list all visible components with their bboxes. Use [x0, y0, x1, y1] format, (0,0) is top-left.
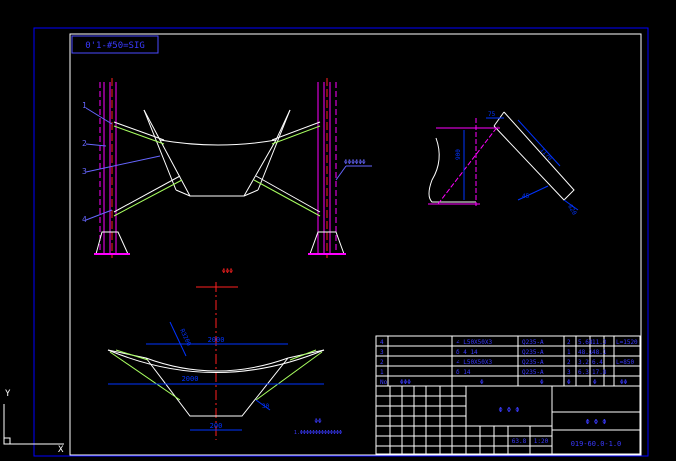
- title-scale: 1:20: [534, 438, 549, 445]
- dim-short: 75: [488, 111, 496, 118]
- bom-header-name: ΦΦΦ: [400, 379, 411, 386]
- bom-cell-note: L=850: [616, 359, 634, 366]
- dim-side: 820: [566, 204, 578, 217]
- leader-4: 4: [82, 215, 87, 224]
- stamp-label: 0'1-#50=SIG: [85, 41, 145, 51]
- bom-cell-unit: 6.3: [578, 369, 589, 376]
- side-dims: [463, 117, 579, 211]
- side-brace: [437, 125, 499, 205]
- bom-header-note: ΦΦ: [620, 379, 628, 386]
- bom-header-weight: Φ: [593, 379, 597, 386]
- plan-view: ΦΦΦ 2000 2000 200 30 R3200 ΦΦ 1.ΦΦΦΦΦ: [107, 268, 342, 440]
- bom-header-mat: Φ: [540, 379, 544, 386]
- bom-cell-no: 3: [380, 349, 384, 356]
- bom-cell-total: 17.8: [592, 369, 607, 376]
- dim-height-right: 1170: [539, 147, 554, 163]
- leader-3: 3: [82, 167, 87, 176]
- bom-cell-qty: 1: [567, 349, 571, 356]
- dim-angle: 30: [262, 403, 270, 410]
- bom-cell-no: 1: [380, 369, 384, 376]
- bom-header-qty: Φ: [567, 379, 571, 386]
- callout-label: ΦΦΦΦΦΦ: [344, 159, 366, 166]
- title-right: Φ Φ Φ: [585, 418, 606, 426]
- bom-cell-spec: δ 14: [456, 369, 471, 376]
- title-ratio: 63.8: [512, 438, 527, 445]
- bom-cell-no: 2: [380, 359, 384, 366]
- dim-top-center: 2000: [208, 336, 225, 344]
- bom-cell-total: 11.3: [592, 339, 607, 346]
- side-view: 900 1170 45 75 820: [428, 111, 579, 217]
- bom-cell-spec: δ 4 14: [456, 349, 478, 356]
- bom-cell-mat: Q235-A: [522, 339, 544, 346]
- bom-cell-qty: 2: [567, 339, 571, 346]
- right-column: [308, 78, 346, 258]
- ucs-y: Y: [5, 389, 11, 399]
- dim-height-left: 900: [455, 149, 462, 160]
- bom-cell-spec: ∠ L50X50X3: [456, 339, 493, 346]
- bom-cell-qty: 2: [567, 359, 571, 366]
- braces: [113, 121, 321, 217]
- title-mid: Φ Φ Φ: [498, 406, 519, 414]
- leader-lines: [85, 107, 372, 221]
- bom-cell-total: 6.4: [592, 359, 603, 366]
- bom-header-spec: Φ: [480, 379, 484, 386]
- bom-cell-qty: 3: [567, 369, 571, 376]
- bom-cell-mat: Q235-A: [522, 369, 544, 376]
- bom-header-no: No: [380, 379, 388, 386]
- dim-bottom: 2000: [182, 375, 199, 383]
- bom-cell-no: 4: [380, 339, 384, 346]
- bom-cell-unit: 3.2: [578, 359, 589, 366]
- left-column: [94, 78, 130, 258]
- bom-cell-unit: 5.68: [578, 339, 593, 346]
- note-title: ΦΦ: [314, 418, 322, 425]
- drawing-number: 019-60.0-1.0: [571, 440, 622, 448]
- front-view: 1 2 3 4 ΦΦΦΦΦΦ: [82, 78, 372, 258]
- ucs-x: X: [58, 445, 64, 455]
- leader-2: 2: [82, 139, 87, 148]
- note-body: 1.ΦΦΦΦΦΦΦΦΦΦΦΦΦΦ: [294, 430, 342, 436]
- ucs-icon: [3, 404, 64, 445]
- dim-width: 200: [210, 422, 223, 430]
- inner-border: [69, 33, 642, 456]
- outer-border: [33, 27, 649, 457]
- bom-cell-note: L=1520: [616, 339, 638, 346]
- bom-cell-mat: Q235-A: [522, 349, 544, 356]
- dim-angle2: 45: [522, 193, 530, 200]
- stamp-box: [71, 35, 159, 54]
- bom-cell-spec: ∠ L50X50X3: [456, 359, 493, 366]
- leader-1: 1: [82, 101, 87, 110]
- bom-cell-total: 48.1: [592, 349, 607, 356]
- axis-label: ΦΦΦ: [222, 268, 233, 275]
- bom-cell-unit: 48.1: [578, 349, 593, 356]
- plan-dims: [108, 321, 324, 431]
- bom-cell-mat: Q235-A: [522, 359, 544, 366]
- hopper-outline: [143, 109, 291, 197]
